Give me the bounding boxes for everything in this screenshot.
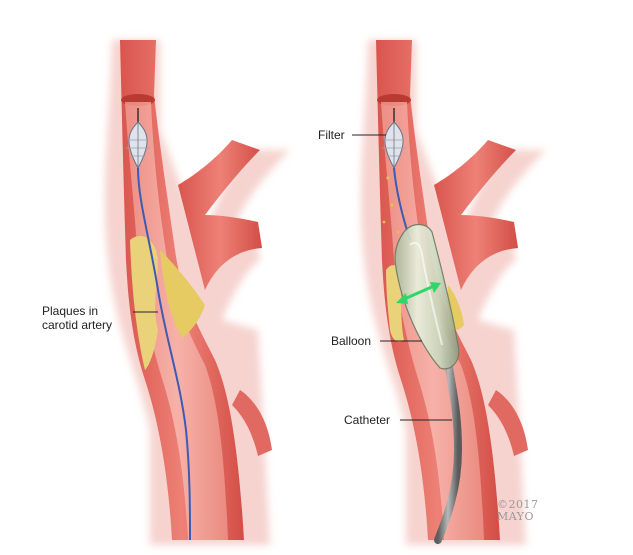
left-guide-wire [137,167,191,541]
right-filter [382,108,406,170]
right-artery [360,40,546,545]
left-artery-branch-lower [232,390,272,456]
right-artery-branch-lower [488,390,528,456]
balloon-label: Balloon [331,334,372,348]
catheter-label: Catheter [344,413,391,427]
copyright-mark: ©2017 MAYO [497,499,539,523]
left-artery [104,40,291,545]
plaques-label-line2: carotid artery [42,318,113,332]
expansion-arrow [396,282,441,304]
balloon-highlight [409,241,443,346]
left-plaque [130,235,158,370]
right-artery-branch [434,140,518,290]
left-plaque-right [160,250,205,338]
plaques-label: Plaques in carotid artery [42,304,112,332]
right-catheter [434,356,463,544]
copyright-org: MAYO [497,510,535,523]
balloon [394,223,460,370]
left-artery-branch [178,140,262,290]
copyright-year: ©2017 [497,498,539,511]
plaques-label-line1: Plaques in [42,304,99,318]
filter-label: Filter [318,128,345,142]
